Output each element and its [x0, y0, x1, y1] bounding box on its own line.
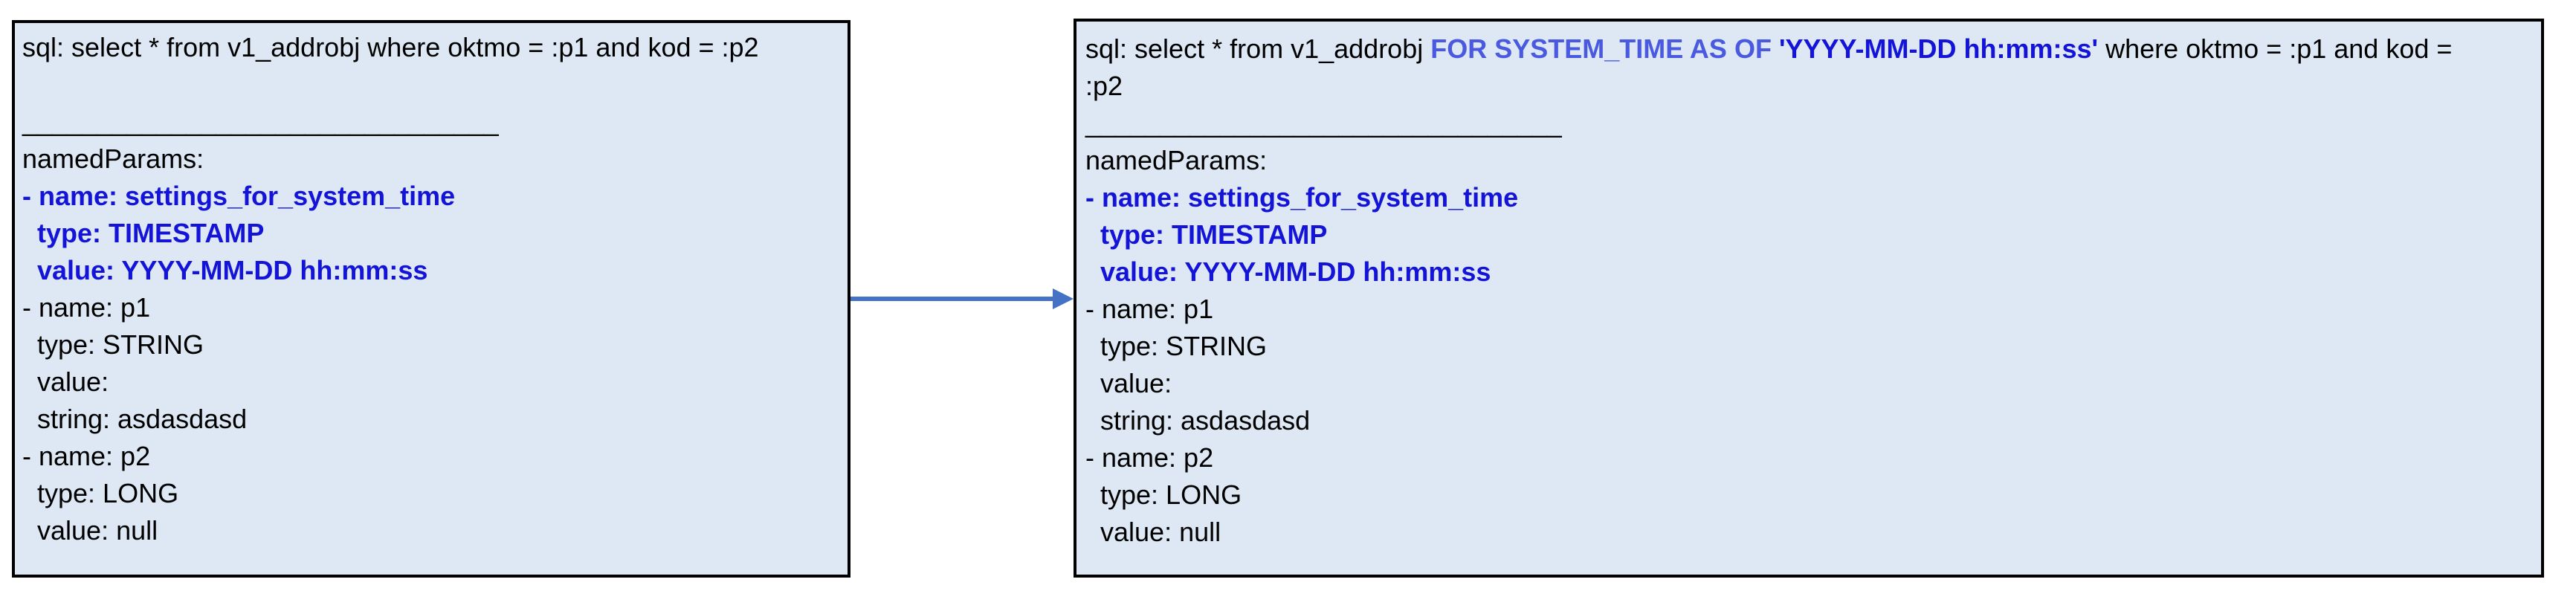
- text-lines: sql: select * from v1_addrobj FOR SYSTEM…: [1085, 30, 2535, 551]
- text-line: - name: settings_for_system_time: [1085, 179, 2535, 216]
- text-segment: sql: select * from v1_addrobj where oktm…: [22, 32, 759, 62]
- text-line: string: asdasdasd: [22, 401, 842, 438]
- text-segment: value: null: [22, 515, 158, 546]
- text-segment: 'YYYY-MM-DD hh:mm:ss': [1778, 33, 2099, 64]
- source-sql-box: sql: select * from v1_addrobj where oktm…: [12, 20, 850, 578]
- text-line: value:: [22, 363, 842, 401]
- text-segment: - name: p2: [1085, 442, 1214, 473]
- text-segment: value: YYYY-MM-DD hh:mm:ss: [22, 255, 428, 285]
- text-line: type: TIMESTAMP: [22, 215, 842, 252]
- rewritten-sql-box: sql: select * from v1_addrobj FOR SYSTEM…: [1074, 19, 2544, 578]
- text-segment: namedParams:: [1085, 145, 1268, 175]
- text-line: string: asdasdasd: [1085, 402, 2535, 439]
- text-segment: string: asdasdasd: [1085, 405, 1311, 436]
- text-line: type: LONG: [1085, 476, 2535, 514]
- text-line: value:: [1085, 365, 2535, 402]
- text-line: namedParams:: [22, 140, 842, 178]
- text-segment: - name: p1: [22, 292, 151, 323]
- right-arrow-icon: [850, 288, 1074, 309]
- text-segment: - name: p2: [22, 441, 151, 471]
- text-segment: type: TIMESTAMP: [1085, 219, 1328, 250]
- text-segment: type: LONG: [1085, 479, 1242, 510]
- text-line: [22, 66, 842, 103]
- text-segment: type: TIMESTAMP: [22, 218, 265, 248]
- text-segment: where oktmo = :p1 and kod =: [2098, 33, 2453, 64]
- text-segment: type: STRING: [1085, 331, 1268, 361]
- text-segment: type: STRING: [22, 329, 204, 360]
- text-segment: string: asdasdasd: [22, 404, 248, 434]
- text-line: value: null: [1085, 514, 2535, 551]
- text-segment: sql: select * from v1_addrobj: [1085, 33, 1431, 64]
- text-line: :p2: [1085, 68, 2535, 105]
- text-segment: value: null: [1085, 517, 1221, 547]
- text-line: namedParams:: [1085, 142, 2535, 179]
- text-segment: value: YYYY-MM-DD hh:mm:ss: [1085, 256, 1491, 287]
- text-segment: ________________________________: [22, 106, 499, 137]
- text-line: ________________________________: [1085, 105, 2535, 142]
- text-line: ________________________________: [22, 103, 842, 140]
- text-line: value: YYYY-MM-DD hh:mm:ss: [22, 252, 842, 289]
- text-line: sql: select * from v1_addrobj FOR SYSTEM…: [1085, 30, 2535, 68]
- text-line: value: YYYY-MM-DD hh:mm:ss: [1085, 253, 2535, 291]
- text-segment: value:: [1085, 368, 1172, 398]
- text-line: - name: p2: [1085, 439, 2535, 476]
- text-line: - name: p1: [22, 289, 842, 326]
- text-segment: FOR SYSTEM_TIME AS OF: [1430, 33, 1779, 64]
- text-segment: ________________________________: [1085, 108, 1562, 138]
- text-segment: :p2: [1085, 71, 1123, 101]
- text-line: - name: settings_for_system_time: [22, 178, 842, 215]
- text-segment: value:: [22, 366, 109, 397]
- text-line: - name: p2: [22, 438, 842, 475]
- text-segment: - name: settings_for_system_time: [22, 181, 456, 211]
- text-line: value: null: [22, 512, 842, 549]
- text-segment: - name: settings_for_system_time: [1085, 182, 1519, 213]
- transform-arrow-icon: [850, 285, 1074, 312]
- text-line: type: STRING: [1085, 328, 2535, 365]
- text-segment: type: LONG: [22, 478, 179, 508]
- text-line: - name: p1: [1085, 291, 2535, 328]
- text-segment: - name: p1: [1085, 294, 1214, 324]
- text-line: type: STRING: [22, 326, 842, 363]
- text-line: type: LONG: [22, 475, 842, 512]
- text-line: sql: select * from v1_addrobj where oktm…: [22, 29, 842, 66]
- text-segment: namedParams:: [22, 143, 204, 174]
- text-line: type: TIMESTAMP: [1085, 216, 2535, 253]
- text-lines: sql: select * from v1_addrobj where oktm…: [22, 29, 842, 549]
